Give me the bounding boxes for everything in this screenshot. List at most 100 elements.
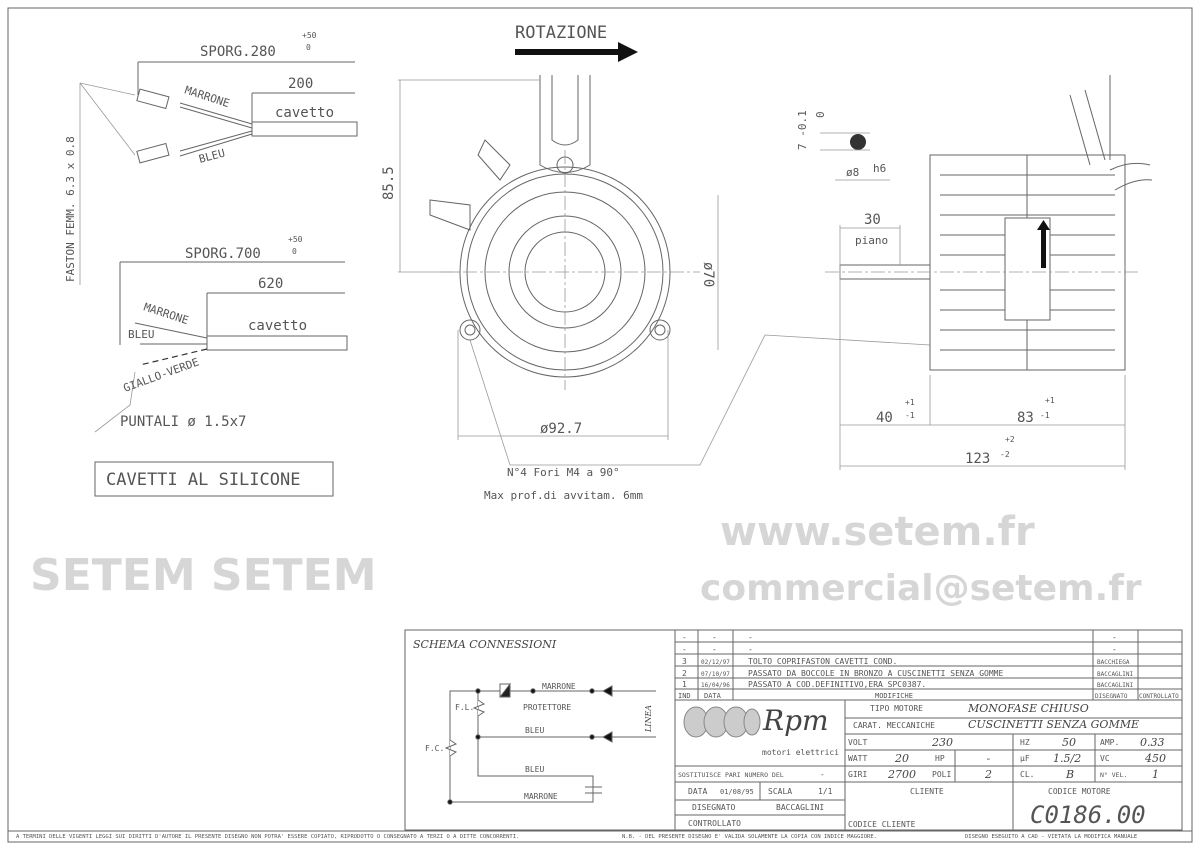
hz-label: HZ [1020, 738, 1030, 747]
controllato-label: CONTROLLATO [688, 819, 741, 828]
carat-value: CUSCINETTI SENZA GOMME [968, 718, 1139, 731]
logo-tagline: motori elettrici [762, 748, 839, 757]
giri-label: GIRI [848, 770, 867, 779]
long-overhang-tol-plus: +50 [288, 235, 303, 244]
codice-motore-value: C0186.00 [1030, 801, 1146, 829]
rev-header-ind: IND [678, 692, 691, 700]
outer-diameter-dim: ø92.7 [540, 421, 582, 437]
silicone-label: CAVETTI AL SILICONE [106, 470, 300, 490]
poli-label: POLI [932, 770, 951, 779]
motor-front-view [398, 75, 931, 466]
rev-mod: - [748, 645, 753, 654]
flat-tol-b: 7 -0.1 [796, 110, 809, 150]
short-length-dim: 200 [288, 76, 313, 92]
flat-tol-a: 0 [814, 111, 827, 118]
dim-40-tol-b: -1 [905, 411, 915, 420]
rev-date: 07/10/97 [701, 671, 730, 678]
revision-rows: - - - - - - - - 3 02/12/97 TOLTO COPRIFA… [678, 633, 1179, 700]
rev-header-mod: MODIFICHE [875, 692, 913, 700]
dim-40-tol-a: +1 [905, 398, 915, 407]
watermark-email: commercial@setem.fr [700, 568, 1142, 609]
long-wire-marrone: MARRONE [142, 300, 190, 327]
rev-ind: 2 [682, 669, 687, 678]
holes-note: N°4 Fori M4 a 90° [507, 466, 620, 479]
specs-grid [675, 700, 1182, 830]
dim-83-tol-a: +1 [1045, 396, 1055, 405]
cliente-label: CLIENTE [910, 787, 944, 796]
rev-header-dis: DISEGNATO [1095, 693, 1128, 700]
short-cable-drawing [79, 61, 358, 285]
volt-label: VOLT [848, 738, 867, 747]
rev-dis: BACCAGLINI [1097, 682, 1134, 689]
vel-label: N° VEL. [1100, 771, 1127, 779]
rev-mod: - [748, 633, 753, 642]
rev-dis: - [1112, 645, 1117, 654]
inner-diameter-dim: ø70 [700, 262, 716, 287]
dim-123-tol-b: -2 [1000, 450, 1010, 459]
vc-value: 450 [1144, 752, 1166, 765]
schema-bleu-2: BLEU [525, 765, 544, 774]
depth-note: Max prof.di avvitam. 6mm [484, 489, 643, 502]
rev-ind: - [682, 645, 687, 654]
amp-value: 0.33 [1140, 736, 1165, 749]
uf-label: µF [1020, 754, 1030, 763]
vc-label: VC [1100, 754, 1110, 763]
watermark-url: www.setem.fr [720, 509, 1035, 555]
rev-ind: - [682, 633, 687, 642]
footer-nb: N.B. - DEL PRESENTE DISEGNO E' VALIDA SO… [622, 834, 877, 840]
short-cable-label: cavetto [275, 105, 334, 121]
rev-dis: BACCAGLINI [1097, 671, 1134, 678]
rev-dis: BACCHIEGA [1097, 659, 1130, 666]
tipo-label: TIPO MOTORE [870, 704, 923, 713]
poli-value: 2 [984, 768, 992, 781]
scala-label: SCALA [768, 787, 792, 796]
revision-table [674, 629, 1183, 831]
hz-value: 50 [1062, 736, 1076, 749]
tipo-value: MONOFASE CHIUSO [967, 702, 1089, 715]
codice-cliente-label: CODICE CLIENTE [848, 820, 916, 829]
rev-ind: 3 [682, 657, 687, 666]
vel-value: 1 [1152, 768, 1159, 781]
data-label: DATA [688, 787, 707, 796]
rev-ind: 1 [682, 680, 687, 689]
schema-title: SCHEMA CONNESSIONI [413, 638, 557, 651]
logo-brand: Rpm [762, 704, 829, 737]
rev-mod: PASSATO DA BOCCOLE IN BRONZO A CUSCINETT… [748, 669, 1003, 678]
shaft-diameter: ø8 [846, 166, 859, 179]
sostituisce-value: - [820, 770, 825, 779]
cl-label: CL. [1020, 770, 1034, 779]
long-cable-label: cavetto [248, 318, 307, 334]
disegnato-label: DISEGNATO [692, 803, 736, 812]
volt-value: 230 [931, 736, 953, 749]
long-cable-drawing [94, 261, 348, 433]
schema-protettore: PROTETTORE [523, 703, 571, 712]
dim-83-tol-b: -1 [1040, 411, 1050, 420]
data-value: 01/08/95 [720, 788, 754, 796]
rev-date: 16/04/96 [701, 682, 730, 689]
hp-label: HP [935, 754, 945, 763]
schema-marrone-2: MARRONE [524, 792, 558, 801]
rev-date: - [712, 633, 717, 642]
wiring-schematic [444, 682, 656, 805]
puntali-label: PUNTALI ø 1.5x7 [120, 414, 246, 430]
rev-mod: TOLTO COPRIFASTON CAVETTI COND. [748, 657, 897, 666]
rev-date: 02/12/97 [701, 659, 730, 666]
schema-bleu: BLEU [525, 726, 544, 735]
silicone-label-box [94, 461, 334, 497]
sostituisce-label: SOSTITUISCE PARI NUMERO DEL [678, 771, 784, 779]
rev-date: - [712, 645, 717, 654]
rotation-arrow-icon [515, 42, 638, 62]
watt-label: WATT [848, 754, 867, 763]
rev-header-ctrl: CONTROLLATO [1139, 693, 1179, 700]
dim-123: 123 [965, 451, 990, 467]
long-overhang-dim: SPORG.700 [185, 246, 261, 262]
schema-fc: F.C. [425, 744, 444, 753]
schema-marrone: MARRONE [542, 682, 576, 691]
rev-dis: - [1112, 633, 1117, 642]
amp-label: AMP. [1100, 738, 1119, 747]
short-overhang-tol-plus: +50 [302, 31, 317, 40]
footer-copyright: A TERMINI DELLE VIGENTI LEGGI SUI DIRITT… [16, 834, 519, 840]
watermark-brand: SETEM SETEM [30, 550, 377, 601]
faston-label: FASTON FEMM. 6.3 x 0.8 [64, 136, 77, 282]
flat-length-dim: 30 [864, 212, 881, 228]
